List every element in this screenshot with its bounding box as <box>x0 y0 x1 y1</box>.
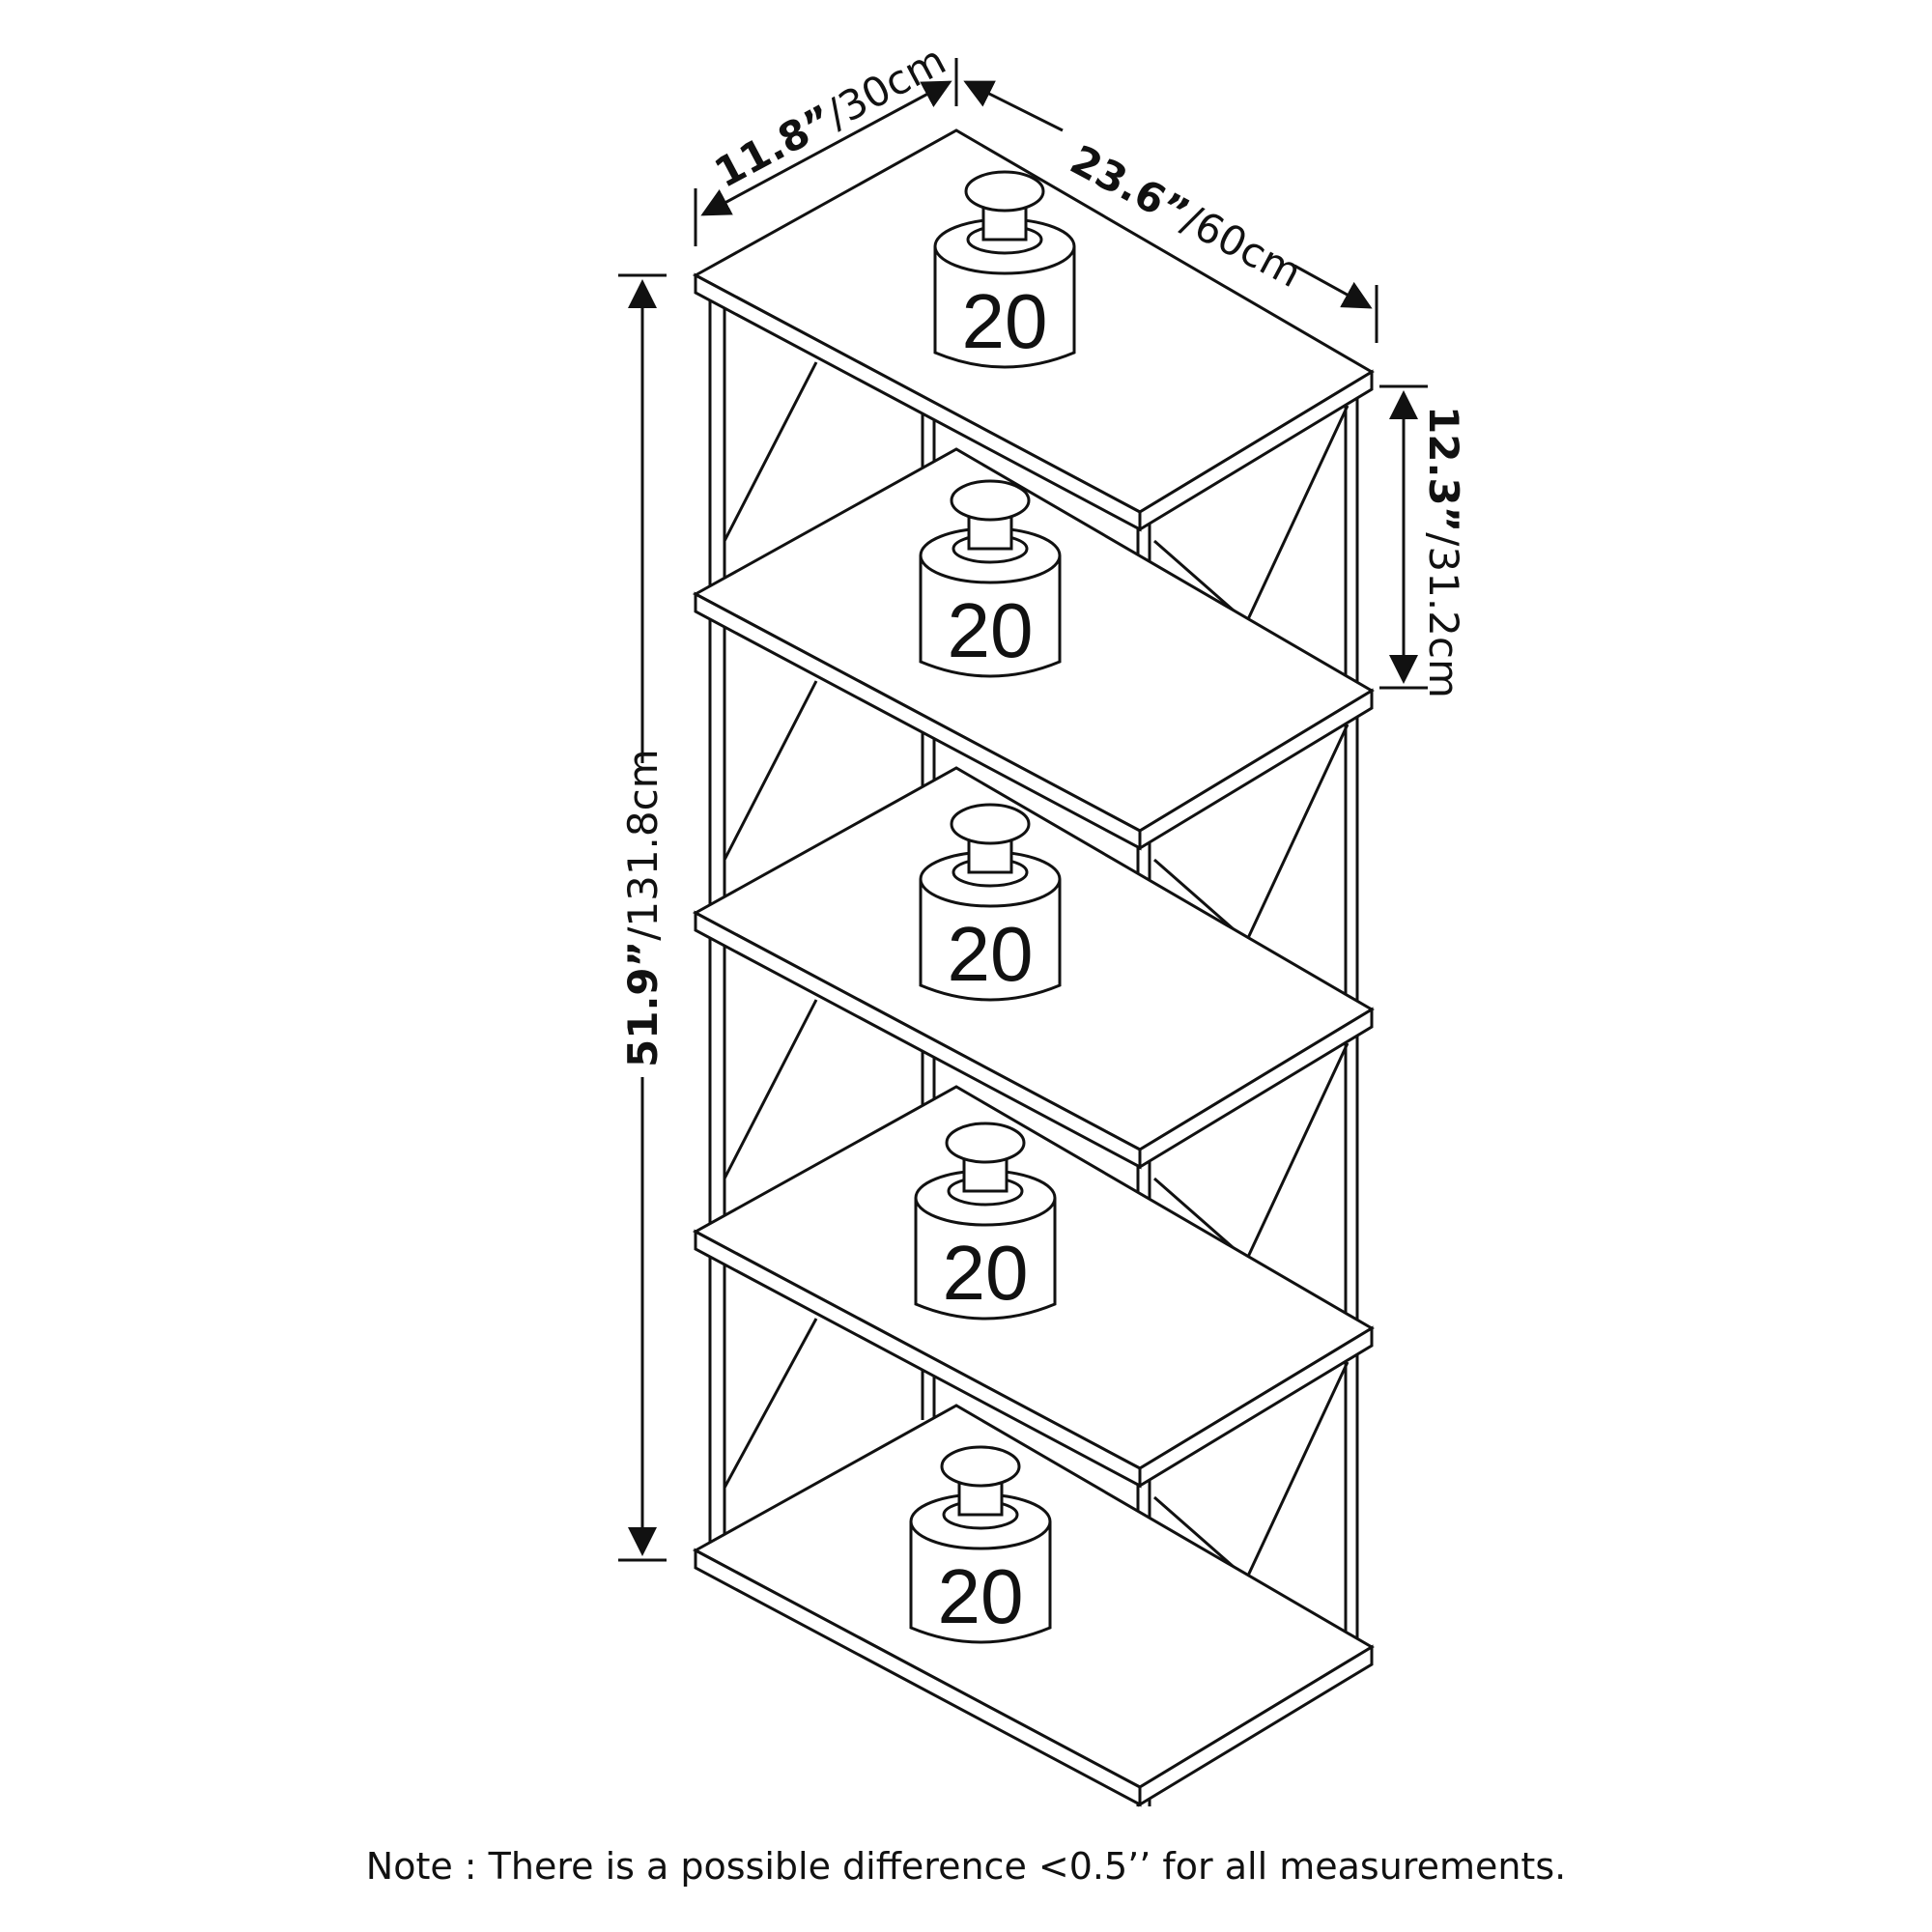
weight-body <box>919 879 1062 1002</box>
brace-left <box>723 999 818 1179</box>
weight-knob <box>945 1122 1026 1164</box>
weight-label: 20 <box>948 587 1034 673</box>
weight-knob <box>950 479 1031 522</box>
weight-body <box>933 246 1076 369</box>
weight-label: 20 <box>943 1230 1029 1316</box>
weight-3: 20 <box>919 803 1062 1002</box>
weight-label: 20 <box>962 278 1048 364</box>
measurement-note: Note : There is a possible difference <0… <box>365 1845 1567 1888</box>
shelf-edge-side <box>1138 369 1374 532</box>
brace-left <box>723 680 818 861</box>
brace-left <box>723 1318 818 1489</box>
shelf-edge-side <box>1138 1007 1374 1170</box>
weight-5: 20 <box>909 1445 1052 1644</box>
height-dimension: 51.9”/131.8cm <box>618 273 667 1562</box>
weight-label: 20 <box>948 911 1034 997</box>
weight-knob <box>950 803 1031 845</box>
shelf-spacing-dimension: 12.3”/31.2cm <box>1379 384 1467 698</box>
weight-1: 20 <box>933 170 1076 369</box>
shelf-edge-side <box>1138 1325 1374 1489</box>
shelf-edge-side <box>1138 1644 1374 1807</box>
weight-knob <box>964 170 1045 213</box>
weights: 20 20 20 20 20 <box>909 170 1076 1644</box>
weight-body <box>914 1198 1057 1321</box>
weight-4: 20 <box>914 1122 1057 1321</box>
weight-body <box>919 555 1062 678</box>
shelf-spacing-label: 12.3”/31.2cm <box>1420 406 1467 698</box>
shelf-edge-side <box>1138 688 1374 851</box>
height-label: 51.9”/131.8cm <box>619 749 667 1067</box>
brace-left <box>723 361 818 542</box>
weight-knob <box>940 1445 1021 1488</box>
weight-label: 20 <box>938 1553 1024 1639</box>
weight-body <box>909 1521 1052 1644</box>
weight-2: 20 <box>919 479 1062 678</box>
